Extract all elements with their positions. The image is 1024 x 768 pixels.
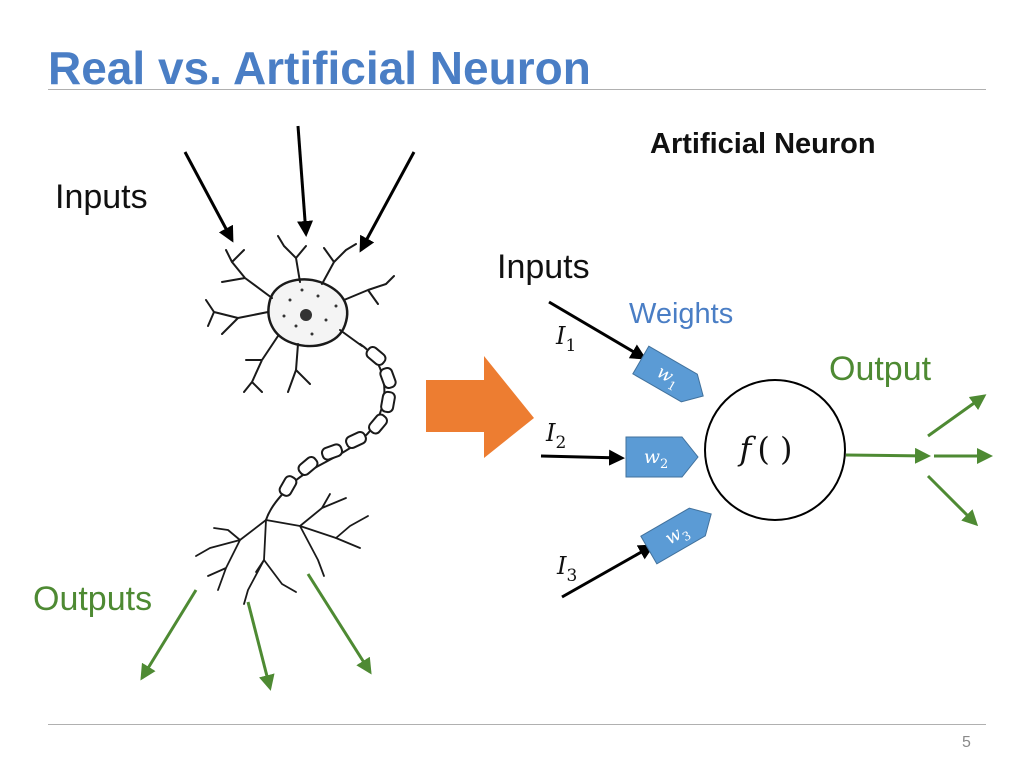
input-2-symbol: I2 — [545, 419, 566, 453]
footer-divider — [48, 724, 986, 725]
input-arrow-3 — [561, 544, 655, 599]
activation-node — [704, 379, 846, 521]
slide-title: Real vs. Artificial Neuron — [48, 42, 591, 94]
weight-2-base: w — [644, 446, 660, 468]
artificial-inputs-label: Inputs — [497, 248, 590, 286]
neuron-icon — [195, 235, 397, 605]
real-output-arrows — [140, 573, 372, 691]
weights-label: Weights — [629, 298, 734, 330]
real-outputs-label: Outputs — [33, 580, 153, 618]
real-inputs-label: Inputs — [55, 178, 148, 216]
weight-2-sub: 2 — [660, 457, 668, 472]
real-input-arrow-1 — [183, 151, 234, 243]
output-arrow-up — [927, 394, 987, 438]
input-arrow-2 — [540, 449, 625, 466]
activation-function-args: ( ) — [757, 430, 792, 468]
page-number: 5 — [962, 734, 971, 751]
output-label: Output — [829, 350, 932, 388]
output-main-arrow — [845, 447, 931, 464]
real-output-arrow-3 — [306, 573, 372, 675]
input-2-base: I — [545, 419, 556, 447]
input-2-sub: 2 — [555, 433, 566, 453]
artificial-output-arrows — [845, 394, 993, 527]
activation-function-label: f( ) — [738, 430, 793, 468]
weight-1-shape: w1 — [632, 345, 704, 403]
input-1-sub: 1 — [565, 336, 576, 356]
input-3-sub: 3 — [566, 566, 577, 586]
output-arrow-down — [926, 474, 979, 527]
title-divider — [48, 89, 986, 90]
weight-2-shape: w2 — [625, 436, 699, 478]
input-3-symbol: I3 — [556, 552, 577, 586]
real-output-arrow-2 — [246, 601, 275, 691]
input-1-base: I — [555, 322, 566, 350]
transform-arrow-icon — [426, 356, 534, 458]
artificial-neuron-heading: Artificial Neuron — [650, 128, 876, 160]
input-1-symbol: I1 — [555, 322, 576, 356]
real-input-arrows — [183, 125, 416, 253]
real-output-arrow-1 — [140, 589, 198, 681]
real-input-arrow-3 — [359, 151, 416, 253]
input-3-base: I — [556, 552, 567, 580]
artificial-input-arrows — [540, 300, 655, 599]
weight-3-shape: w3 — [640, 507, 712, 565]
real-input-arrow-2 — [296, 125, 314, 237]
svg-text:w2: w2 — [644, 446, 669, 472]
input-arrow-1 — [548, 300, 647, 360]
